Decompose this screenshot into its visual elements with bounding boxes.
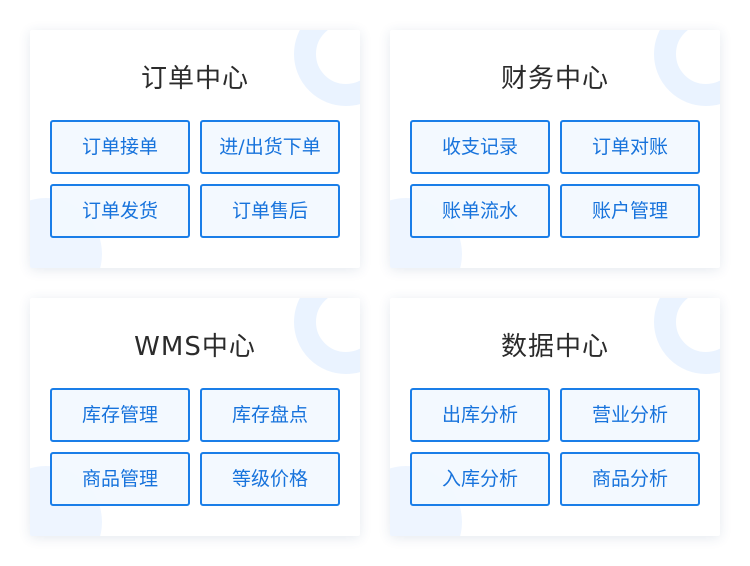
card-wms-center: WMS中心 库存管理 库存盘点 商品管理 等级价格 <box>30 298 360 536</box>
card-title: 数据中心 <box>500 332 609 362</box>
card-title: 订单中心 <box>140 64 249 94</box>
card-title: 财务中心 <box>500 64 609 94</box>
order-reconciliation-button[interactable]: 订单对账 <box>560 120 700 174</box>
order-shipping-button[interactable]: 订单发货 <box>50 184 190 238</box>
bill-flow-button[interactable]: 账单流水 <box>410 184 550 238</box>
outbound-analysis-button[interactable]: 出库分析 <box>410 388 550 442</box>
stock-in-out-order-button[interactable]: 进/出货下单 <box>200 120 340 174</box>
card-finance-center: 财务中心 收支记录 订单对账 账单流水 账户管理 <box>390 30 720 268</box>
order-after-sales-button[interactable]: 订单售后 <box>200 184 340 238</box>
business-analysis-button[interactable]: 营业分析 <box>560 388 700 442</box>
product-analysis-button[interactable]: 商品分析 <box>560 452 700 506</box>
product-management-button[interactable]: 商品管理 <box>50 452 190 506</box>
inventory-count-button[interactable]: 库存盘点 <box>200 388 340 442</box>
card-order-center: 订单中心 订单接单 进/出货下单 订单发货 订单售后 <box>30 30 360 268</box>
order-accept-button[interactable]: 订单接单 <box>50 120 190 174</box>
account-management-button[interactable]: 账户管理 <box>560 184 700 238</box>
inbound-analysis-button[interactable]: 入库分析 <box>410 452 550 506</box>
income-expense-records-button[interactable]: 收支记录 <box>410 120 550 174</box>
card-title: WMS中心 <box>134 332 256 362</box>
inventory-management-button[interactable]: 库存管理 <box>50 388 190 442</box>
card-data-center: 数据中心 出库分析 营业分析 入库分析 商品分析 <box>390 298 720 536</box>
tier-pricing-button[interactable]: 等级价格 <box>200 452 340 506</box>
